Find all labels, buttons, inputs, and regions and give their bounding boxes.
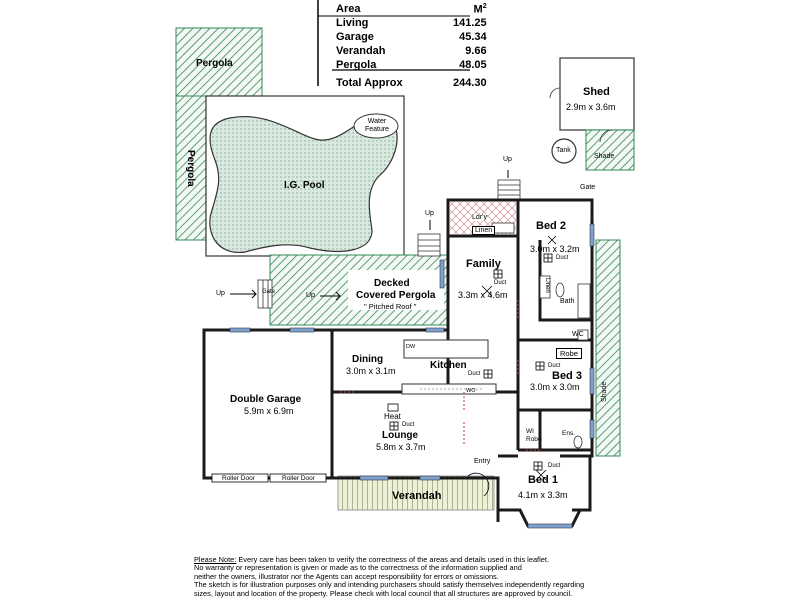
area-header: Area <box>336 3 361 15</box>
label-family-size: 3.3m x 4.6m <box>458 290 508 300</box>
label-shade-side: Shade <box>601 381 608 402</box>
roller-door-2 <box>269 473 327 483</box>
pool-shape <box>209 116 398 253</box>
label-covered-pergola: Covered Pergola <box>356 290 436 301</box>
label-duct-family: Duct <box>494 280 507 286</box>
unit-header: M2 <box>473 2 487 16</box>
label-bath: Bath <box>560 298 575 305</box>
pergola-top <box>175 27 263 97</box>
label-bed3-size: 3.0m x 3.0m <box>530 382 580 392</box>
label-shade-small: Shade <box>594 153 615 160</box>
pergola-side <box>175 95 207 241</box>
label-bed1: Bed 1 <box>528 474 558 486</box>
label-duct-bed1: Duct <box>548 463 561 469</box>
label-dw: DW <box>406 344 416 350</box>
label-roller-door-1: Roller Door <box>222 475 255 482</box>
label-pergola-top: Pergola <box>196 58 233 69</box>
label-gate-right: Gate <box>580 184 596 191</box>
label-linen-side: Linen <box>544 278 550 293</box>
label-garage-size: 5.9m x 6.9m <box>244 406 294 416</box>
label-kitchen: Kitchen <box>430 360 467 371</box>
label-laundry: Ldr'y <box>472 214 487 221</box>
label-linen-top: Linen <box>472 226 496 235</box>
label-bed2: Bed 2 <box>536 220 566 232</box>
label-wc: WC <box>572 331 584 338</box>
label-tank: Tank <box>556 147 571 154</box>
duct-markers <box>389 235 557 481</box>
label-dining-size: 3.0m x 3.1m <box>346 366 396 376</box>
label-pool: I.G. Pool <box>284 180 325 191</box>
label-duct-bed3: Duct <box>548 363 561 369</box>
label-verandah: Verandah <box>392 490 442 502</box>
label-lounge: Lounge <box>382 430 419 441</box>
label-decked: Decked <box>374 278 410 289</box>
label-pitched-roof: " Pitched Roof " <box>364 302 417 311</box>
label-ens: Ens. <box>562 430 576 437</box>
shade-side <box>595 239 621 457</box>
label-up-laundry: Up <box>503 156 512 163</box>
label-shed-size: 2.9m x 3.6m <box>566 102 616 112</box>
disclaimer: Please Note: Every care has been taken t… <box>194 555 585 598</box>
steps <box>257 179 521 309</box>
label-bed1-size: 4.1m x 3.3m <box>518 490 568 500</box>
shed <box>559 57 635 131</box>
label-roller-door-2: Roller Door <box>282 475 315 482</box>
water-feature-shape <box>353 113 399 139</box>
label-wo: WO <box>466 388 476 394</box>
label-lounge-size: 5.8m x 3.7m <box>376 442 426 452</box>
label-shed: Shed <box>583 86 610 98</box>
label-robe: Robe <box>556 348 582 359</box>
windows <box>229 223 595 529</box>
label-water-feature: Water Feature <box>364 118 390 133</box>
up-arrows <box>230 170 509 301</box>
label-double-garage: Double Garage <box>230 394 302 405</box>
label-up-family: Up <box>425 210 434 217</box>
verandah <box>337 475 495 511</box>
label-up-pergola: Up <box>306 292 315 299</box>
doors <box>340 300 540 451</box>
label-bed2-size: 3.0m x 3.2m <box>530 244 580 254</box>
label-heat: Heat <box>384 412 401 421</box>
label-pergola-side: Pergola <box>185 150 196 187</box>
label-duct-bed2: Duct <box>556 255 569 261</box>
label-entry: Entry <box>474 458 491 465</box>
tank <box>551 138 577 164</box>
label-duct-kitchen: Duct <box>468 371 481 377</box>
label-family: Family <box>466 258 501 270</box>
roller-door-1 <box>211 473 269 483</box>
label-dining: Dining <box>352 354 384 365</box>
label-bed3: Bed 3 <box>552 370 582 382</box>
shade-small <box>585 129 635 171</box>
heat-marker <box>387 403 399 412</box>
label-gate-left: Gate <box>262 289 276 295</box>
label-duct-lounge: Duct <box>402 422 415 428</box>
label-up-left: Up <box>216 290 225 297</box>
